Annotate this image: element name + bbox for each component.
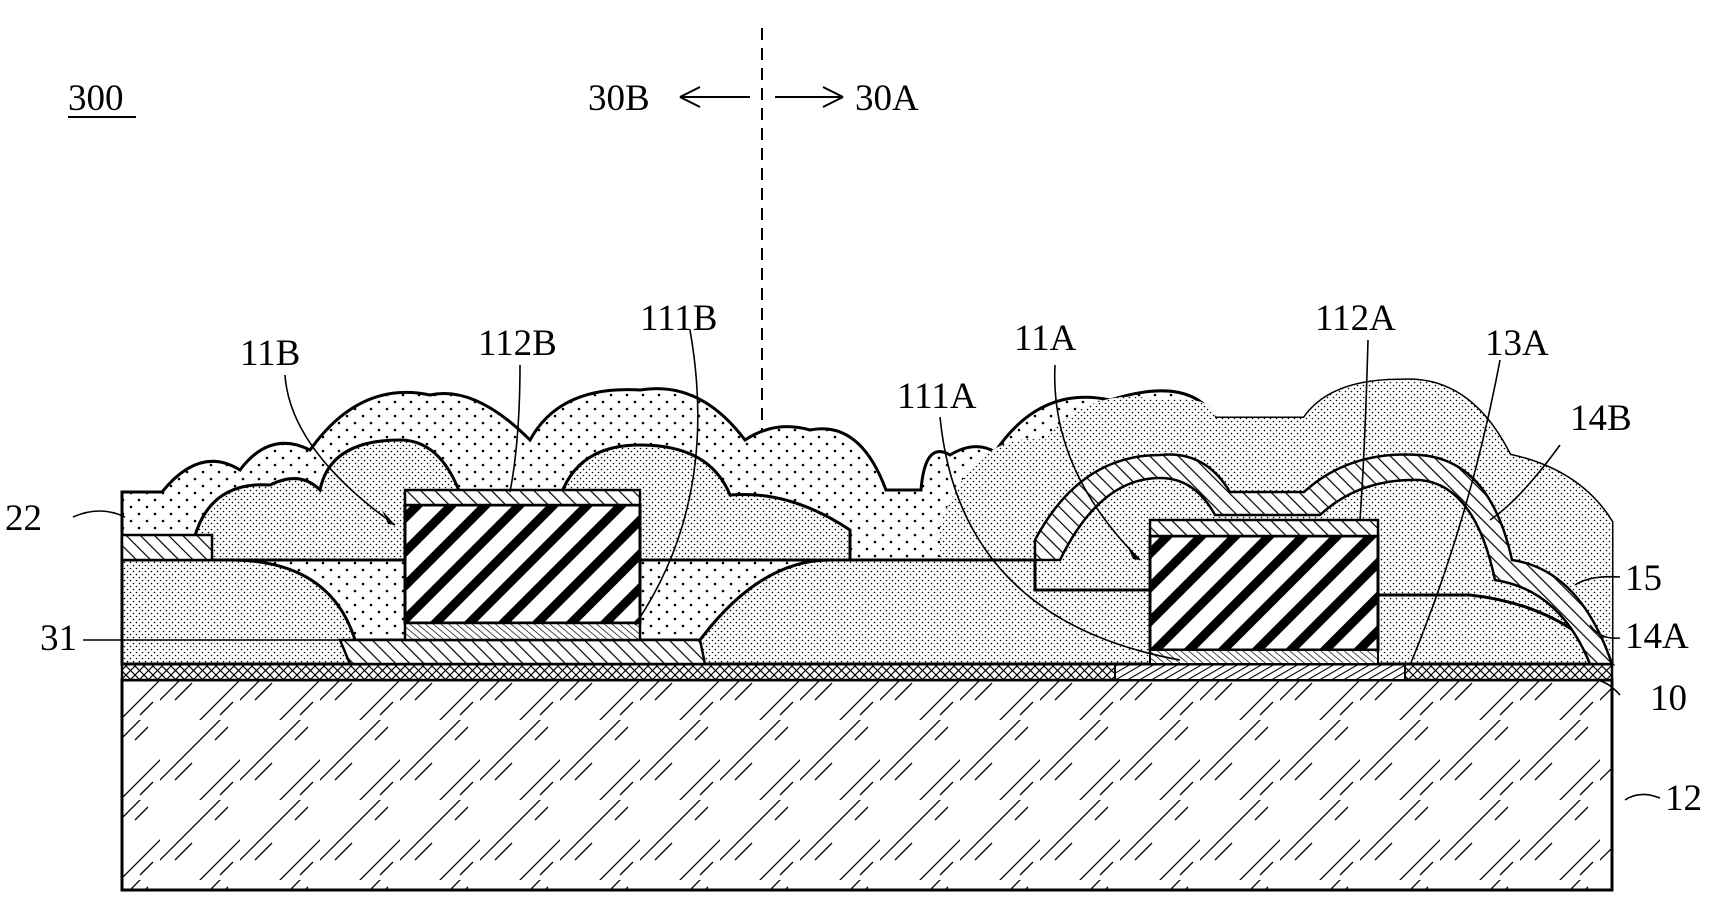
label-11B: 11B <box>240 333 300 374</box>
label-13A: 13A <box>1485 323 1549 364</box>
chip-11B <box>405 505 640 623</box>
label-14B: 14B <box>1570 398 1632 439</box>
chip-11A <box>1150 536 1378 650</box>
electrode-112A <box>1150 520 1378 536</box>
right-arrow <box>775 87 843 107</box>
electrode-111A <box>1150 650 1378 664</box>
side-label-30B: 30B <box>588 78 650 119</box>
label-31: 31 <box>40 618 77 659</box>
label-12: 12 <box>1665 778 1702 819</box>
label-15: 15 <box>1625 558 1662 599</box>
strip-31 <box>340 640 705 664</box>
left-arrow <box>680 87 750 107</box>
substrate-12 <box>122 680 1612 890</box>
label-112A: 112A <box>1315 298 1396 339</box>
electrode-111B <box>405 623 640 640</box>
strip-22 <box>122 535 212 560</box>
label-11A: 11A <box>1014 318 1077 359</box>
label-111B: 111B <box>640 298 717 339</box>
pad-111A <box>1115 664 1405 680</box>
side-label-30A: 30A <box>855 78 919 119</box>
label-14A: 14A <box>1625 616 1689 657</box>
label-112B: 112B <box>478 323 557 364</box>
electrode-112B <box>405 490 640 505</box>
label-111A: 111A <box>897 376 977 417</box>
figure-number-label: 300 <box>68 78 124 119</box>
label-10: 10 <box>1650 678 1687 719</box>
label-22: 22 <box>5 498 42 539</box>
